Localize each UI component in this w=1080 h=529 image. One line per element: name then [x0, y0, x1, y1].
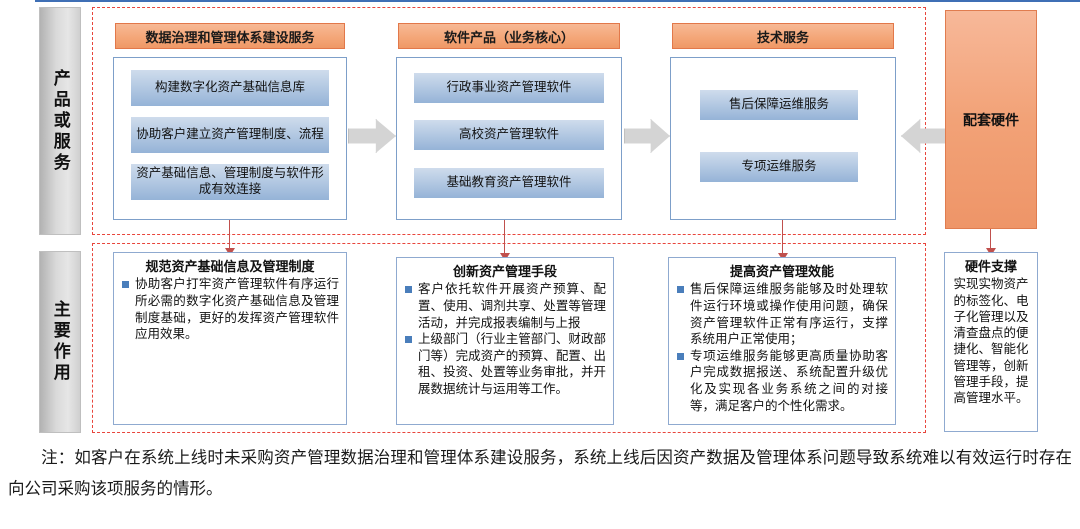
- product-item-university-asset: 高校资产管理软件: [414, 120, 604, 150]
- effect-box-hardware-support: 硬件支撑 实现实物资产的标签化、电子化管理以及清查盘点的便捷化、智能化管理等，创…: [944, 252, 1038, 432]
- effect-box-efficiency: 提高资产管理效能 售后保障运维服务能够及时处理软件运行环境或操作使用问题，确保资…: [668, 257, 896, 425]
- effect-bullets-efficiency: 售后保障运维服务能够及时处理软件运行环境或操作使用问题，确保资产管理软件正常有序…: [676, 281, 888, 414]
- category-bar-products: 产品或服务: [39, 7, 81, 235]
- connector-line-3: [782, 220, 784, 255]
- effect-bullet: 售后保障运维服务能够及时处理软件运行环境或操作使用问题，确保资产管理软件正常有序…: [676, 281, 888, 348]
- page-top-rule: [35, 0, 1080, 2]
- column-header-technical-service: 技术服务: [672, 23, 894, 49]
- effect-bullets-standardize: 协助客户打牢资产管理软件有序运行所必需的数字化资产基础信息及管理制度基础，更好的…: [121, 276, 339, 343]
- connector-line-1: [229, 220, 231, 250]
- service-item-asset-info-base: 构建数字化资产基础信息库: [131, 70, 329, 106]
- column-header-data-governance: 数据治理和管理体系建设服务: [115, 23, 345, 49]
- column-header-software-product: 软件产品（业务核心）: [398, 23, 620, 49]
- category-bar-roles: 主要作用: [39, 251, 81, 433]
- effect-bullets-innovate: 客户依托软件开展资产预算、配置、使用、调剂共享、处置等管理活动，并完成报表编制与…: [404, 281, 606, 397]
- product-item-k12-asset: 基础教育资产管理软件: [414, 168, 604, 198]
- service-item-after-sales-ops: 售后保障运维服务: [700, 90, 858, 120]
- effect-title-innovate: 创新资产管理手段: [452, 264, 557, 279]
- service-item-asset-policy: 协助客户建立资产管理制度、流程: [131, 117, 329, 153]
- footnote: 注：如客户在系统上线时未采购资产管理数据治理和管理体系建设服务，系统上线后因资产…: [8, 443, 1072, 504]
- service-item-special-ops: 专项运维服务: [700, 152, 858, 182]
- connector-line-4: [990, 229, 992, 250]
- effect-bullet: 客户依托软件开展资产预算、配置、使用、调剂共享、处置等管理活动，并完成报表编制与…: [404, 281, 606, 331]
- effect-bullet: 专项运维服务能够更高质量协助客户完成数据报送、系统配置升级优化及实现各业务系统之…: [676, 348, 888, 415]
- effect-box-innovate: 创新资产管理手段 客户依托软件开展资产预算、配置、使用、调剂共享、处置等管理活动…: [396, 257, 614, 425]
- effect-title-standardize: 规范资产基础信息及管理制度: [145, 259, 315, 274]
- category-label-roles: 主要作用: [50, 300, 70, 384]
- effect-bullet: 上级部门（行业主管部门、财政部门等）完成资产的预算、配置、出租、投资、处置等业务…: [404, 331, 606, 398]
- dashed-region-products: [92, 7, 926, 235]
- effect-title-efficiency: 提高资产管理效能: [729, 264, 834, 279]
- column-panel-technical-service: [670, 57, 896, 220]
- category-label-products: 产品或服务: [50, 68, 70, 174]
- effect-bullet: 协助客户打牢资产管理软件有序运行所必需的数字化资产基础信息及管理制度基础，更好的…: [121, 276, 339, 343]
- hardware-box: 配套硬件: [945, 10, 1037, 229]
- effect-box-standardize: 规范资产基础信息及管理制度 协助客户打牢资产管理软件有序运行所必需的数字化资产基…: [113, 252, 347, 425]
- dashed-region-effects: [92, 243, 926, 433]
- effect-title-hardware-support: 硬件支撑: [964, 259, 1017, 274]
- footnote-text: 注：如客户在系统上线时未采购资产管理数据治理和管理体系建设服务，系统上线后因资产…: [8, 448, 1072, 498]
- product-item-government-asset: 行政事业资产管理软件: [414, 73, 604, 103]
- service-item-software-link: 资产基础信息、管理制度与软件形成有效连接: [131, 164, 329, 200]
- connector-line-2: [504, 220, 506, 255]
- effect-text-hardware-support: 实现实物资产的标签化、电子化管理以及清查盘点的便捷化、智能化管理等，创新管理手段…: [953, 277, 1029, 405]
